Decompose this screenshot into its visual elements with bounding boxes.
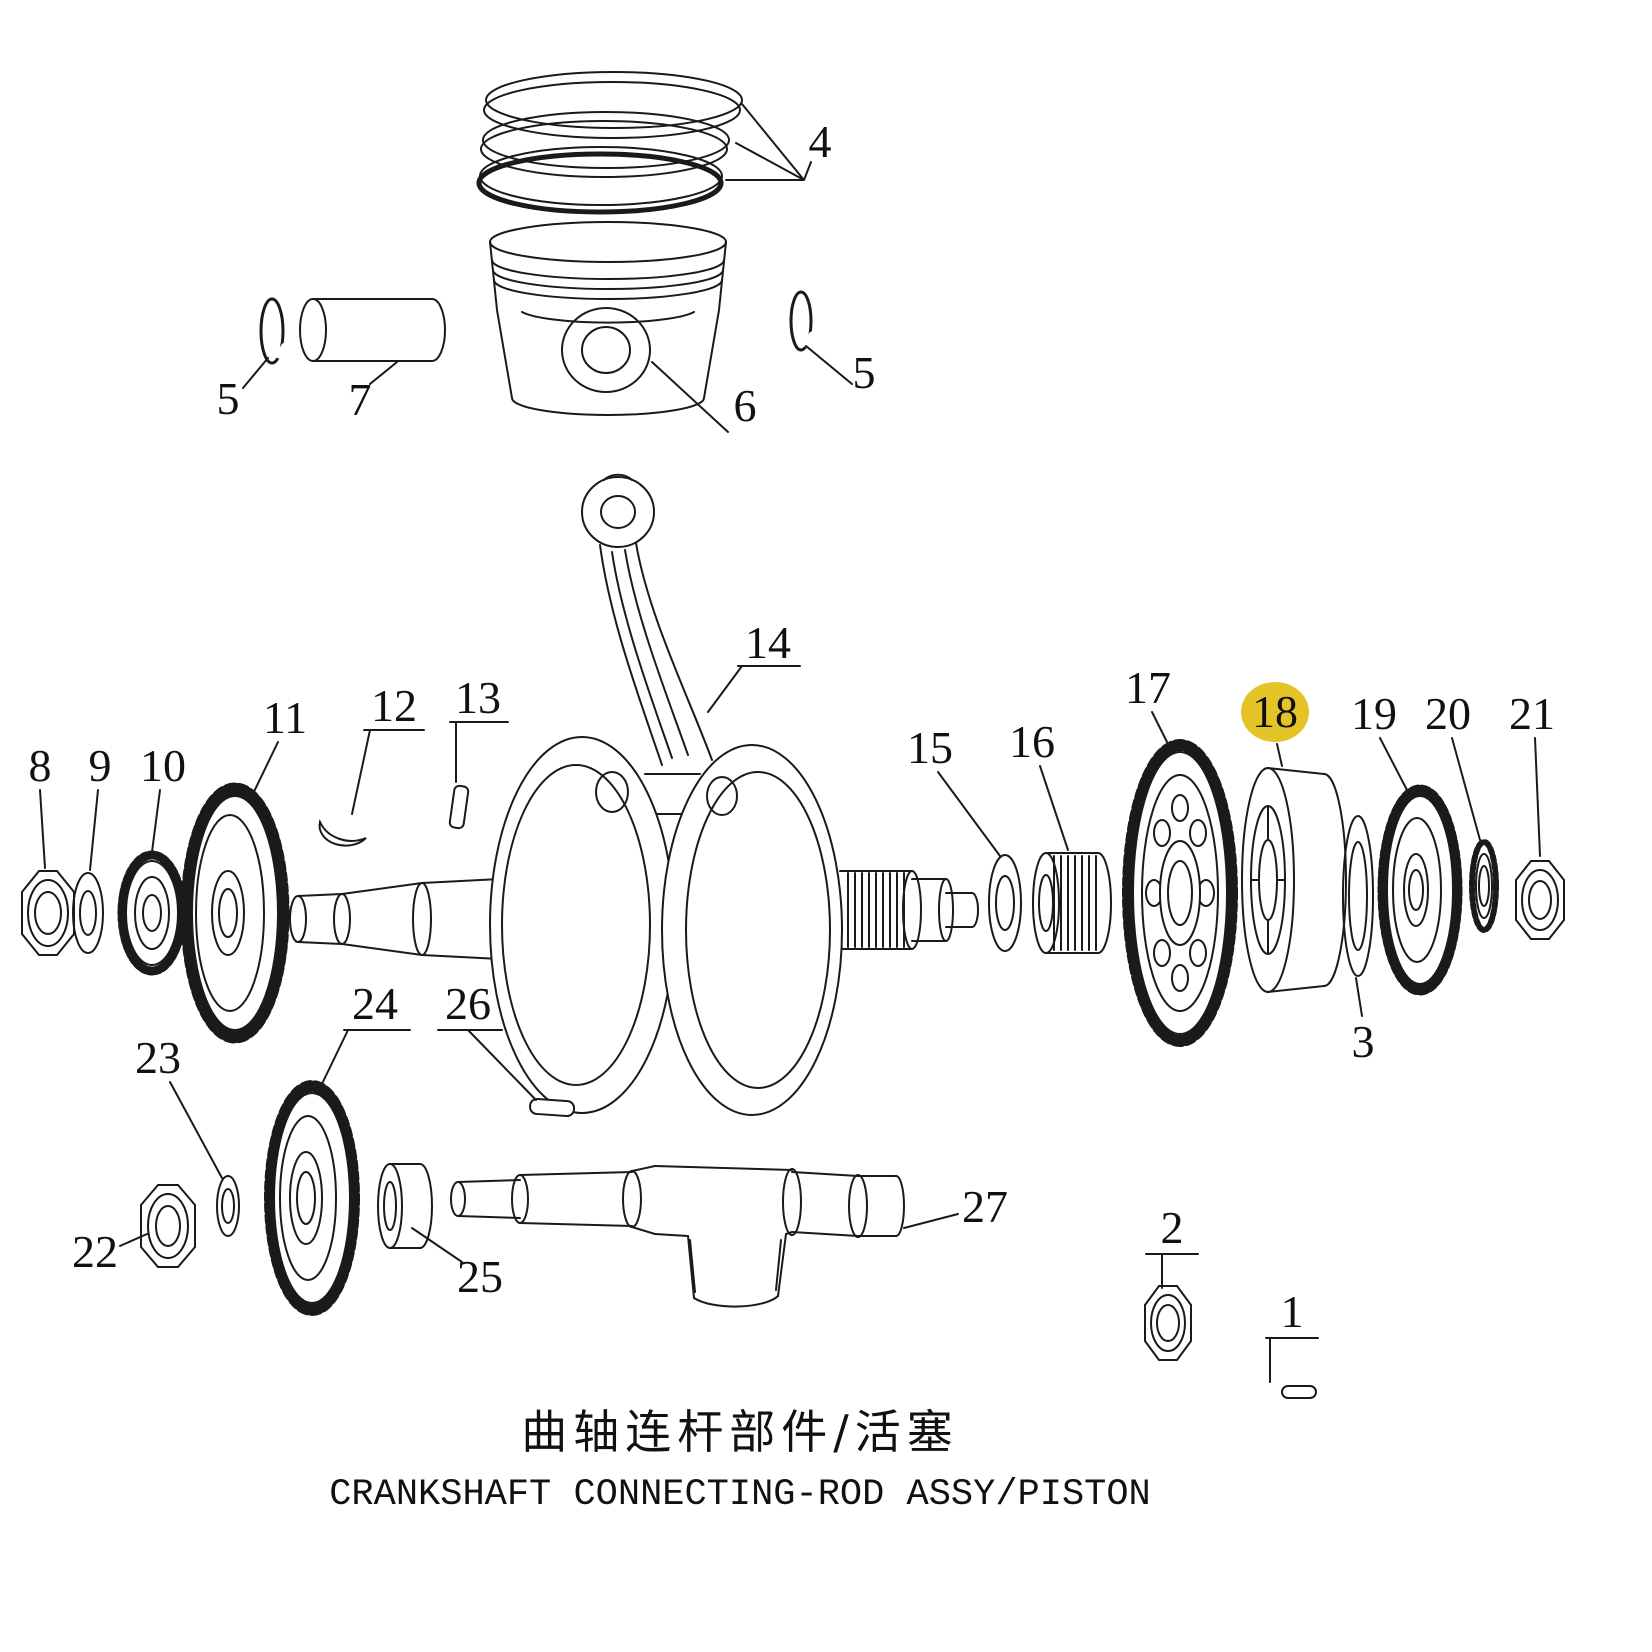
washer-3 — [1342, 815, 1374, 977]
balancer-shaft-27 — [450, 1165, 905, 1308]
gear-11 — [180, 782, 290, 1044]
crankshaft-right-shaft — [839, 870, 979, 950]
callout-20[interactable]: 20 — [1425, 688, 1471, 739]
crank-web-right — [661, 744, 843, 1116]
needle-bearing-16 — [1032, 852, 1112, 954]
callout-2[interactable]: 2 — [1160, 1202, 1184, 1253]
key-26 — [529, 1097, 576, 1118]
nut-8 — [21, 870, 75, 956]
key-13 — [448, 784, 470, 830]
nut-22 — [140, 1184, 196, 1268]
callout-14[interactable]: 14 — [745, 617, 791, 668]
gear-19 — [1377, 784, 1463, 996]
callout-6[interactable]: 6 — [733, 380, 757, 431]
callout-11[interactable]: 11 — [262, 692, 308, 743]
callout-10[interactable]: 10 — [140, 740, 186, 791]
callout-8[interactable]: 8 — [28, 740, 52, 791]
nut-2 — [1144, 1285, 1192, 1361]
callout-21[interactable]: 21 — [1509, 688, 1555, 739]
piston-rings — [476, 71, 743, 215]
washer-9 — [72, 872, 104, 954]
woodruff-key-12 — [318, 818, 367, 847]
callout-13[interactable]: 13 — [455, 672, 501, 723]
diagram-title-english: CRANKSHAFT CONNECTING-ROD ASSY/PISTON — [329, 1474, 1151, 1516]
nut-21 — [1515, 860, 1565, 940]
callout-25[interactable]: 25 — [457, 1251, 503, 1302]
callout-3[interactable]: 3 — [1351, 1016, 1375, 1067]
callout-27[interactable]: 27 — [962, 1181, 1008, 1232]
callout-4[interactable]: 4 — [808, 116, 832, 167]
callout-5[interactable]: 5 — [852, 347, 876, 398]
washer-23 — [216, 1175, 240, 1237]
diagram-title-chinese: 曲轴连杆部件/活塞 — [521, 1405, 959, 1459]
callout-16[interactable]: 16 — [1009, 716, 1055, 767]
callout-15[interactable]: 15 — [907, 722, 953, 773]
callout-17[interactable]: 17 — [1125, 662, 1171, 713]
connecting-rod — [581, 473, 713, 766]
callout-12[interactable]: 12 — [371, 680, 417, 731]
callout-9[interactable]: 9 — [88, 740, 112, 791]
callout-22[interactable]: 22 — [72, 1226, 118, 1277]
gear-24 — [264, 1080, 360, 1316]
callout-23[interactable]: 23 — [135, 1032, 181, 1083]
leader-lines — [39, 103, 1541, 1383]
washer-15 — [988, 854, 1022, 952]
callout-7[interactable]: 7 — [348, 374, 372, 425]
lock-washer-20 — [1469, 839, 1499, 933]
bearing-10 — [117, 850, 187, 976]
pin-1 — [1281, 1385, 1317, 1399]
bushing-25 — [377, 1163, 433, 1249]
callout-19[interactable]: 19 — [1351, 688, 1397, 739]
callout-5[interactable]: 5 — [216, 373, 240, 424]
clutch-hub-18 — [1241, 767, 1347, 993]
piston-pin — [299, 298, 446, 362]
callout-18[interactable]: 18 — [1241, 682, 1309, 742]
callout-24[interactable]: 24 — [352, 978, 398, 1029]
crankshaft-left-shaft — [289, 878, 501, 960]
sprocket-17 — [1122, 739, 1238, 1047]
piston — [489, 221, 727, 416]
title-block: 曲轴连杆部件/活塞 CRANKSHAFT CONNECTING-ROD ASSY… — [160, 1396, 1320, 1516]
circlip-right — [789, 290, 816, 352]
crank-web-left — [489, 736, 675, 1114]
callout-26[interactable]: 26 — [445, 978, 491, 1029]
callout-1[interactable]: 1 — [1280, 1286, 1304, 1337]
circlip-left — [259, 297, 289, 365]
